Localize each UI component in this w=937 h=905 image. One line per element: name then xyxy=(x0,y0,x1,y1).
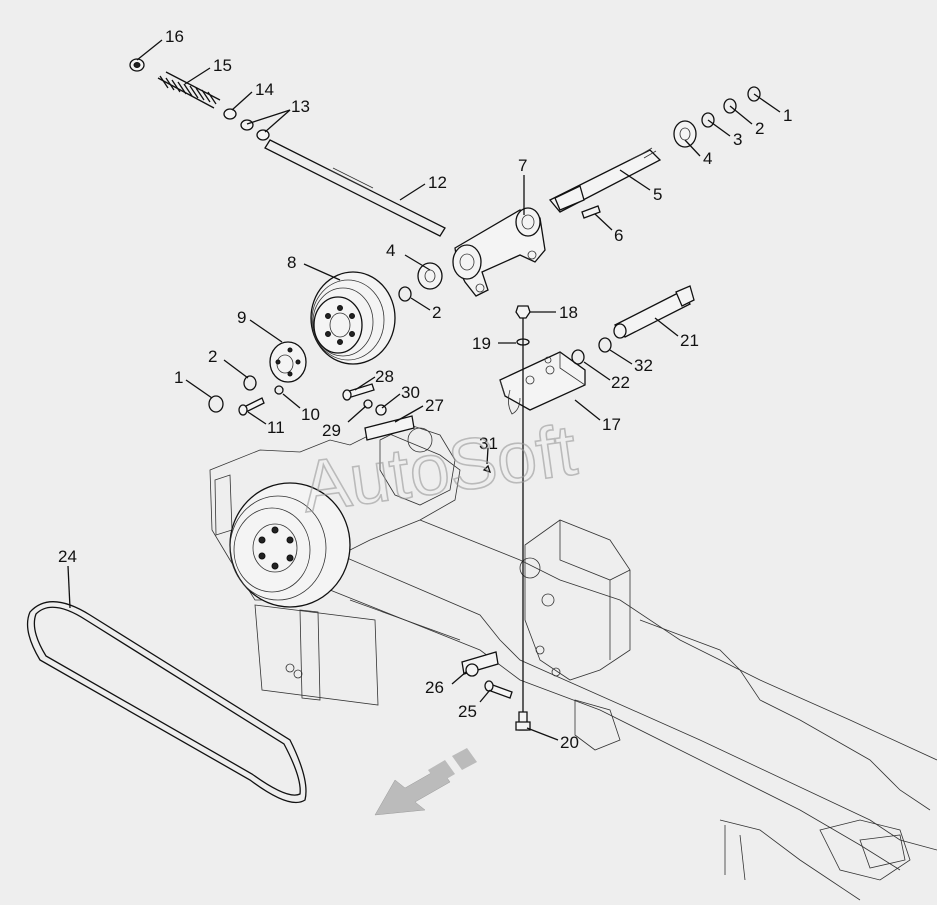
callout-29: 29 xyxy=(322,421,341,440)
callout-2c: 2 xyxy=(208,347,217,366)
washer-29 xyxy=(363,399,373,409)
callout-27: 27 xyxy=(425,396,444,415)
drive-belt xyxy=(26,601,307,804)
tensioner-arm xyxy=(452,207,546,297)
callout-18: 18 xyxy=(559,303,578,322)
callout-24: 24 xyxy=(58,547,77,566)
callout-1: 1 xyxy=(783,106,792,125)
tension-rod-assembly xyxy=(129,58,446,237)
callout-8: 8 xyxy=(287,253,296,272)
callout-7: 7 xyxy=(518,156,527,175)
hub xyxy=(269,341,307,383)
callout-22: 22 xyxy=(611,373,630,392)
plate-27 xyxy=(364,415,415,441)
callout-4b: 4 xyxy=(386,241,395,260)
washer-19 xyxy=(516,338,530,346)
clip-ring xyxy=(208,395,224,413)
callout-28: 28 xyxy=(375,367,394,386)
callout-2: 2 xyxy=(755,119,764,138)
clip-31 xyxy=(482,464,492,474)
callout-1b: 1 xyxy=(174,368,183,387)
frame-assembly xyxy=(209,424,937,901)
bearing-left xyxy=(417,262,443,290)
callout-4: 4 xyxy=(703,149,712,168)
shaft-assembly xyxy=(548,86,761,219)
callout-32: 32 xyxy=(634,356,653,375)
callout-16: 16 xyxy=(165,27,184,46)
callout-12: 12 xyxy=(428,173,447,192)
ring-22 xyxy=(571,349,585,365)
callout-5: 5 xyxy=(653,185,662,204)
callout-2b: 2 xyxy=(432,303,441,322)
callout-labels: 1 2 3 4 5 6 7 12 13 14 15 16 4 8 2 9 2 1… xyxy=(58,27,792,752)
callout-25: 25 xyxy=(458,702,477,721)
direction-arrow xyxy=(374,748,477,816)
callout-26: 26 xyxy=(425,678,444,697)
ring-32 xyxy=(598,337,612,353)
callout-13: 13 xyxy=(291,97,310,116)
callout-11: 11 xyxy=(267,418,285,437)
pin xyxy=(613,285,695,339)
nut-18 xyxy=(515,305,531,319)
callout-9: 9 xyxy=(237,308,246,327)
ring-hub xyxy=(243,375,257,391)
callout-20: 20 xyxy=(560,733,579,752)
pulley xyxy=(310,271,396,365)
callout-3: 3 xyxy=(733,130,742,149)
callout-15: 15 xyxy=(213,56,232,75)
callout-21: 21 xyxy=(680,331,699,350)
mounted-pulley xyxy=(229,482,351,608)
callout-6: 6 xyxy=(614,226,623,245)
leader-lines xyxy=(67,39,781,741)
spring xyxy=(157,71,221,109)
callout-30: 30 xyxy=(401,383,420,402)
callout-19: 19 xyxy=(472,334,491,353)
ring-left xyxy=(398,286,412,302)
callout-17: 17 xyxy=(602,415,621,434)
callout-10: 10 xyxy=(301,405,320,424)
bracket xyxy=(499,351,586,415)
callout-31: 31 xyxy=(479,434,498,453)
callout-14: 14 xyxy=(255,80,274,99)
